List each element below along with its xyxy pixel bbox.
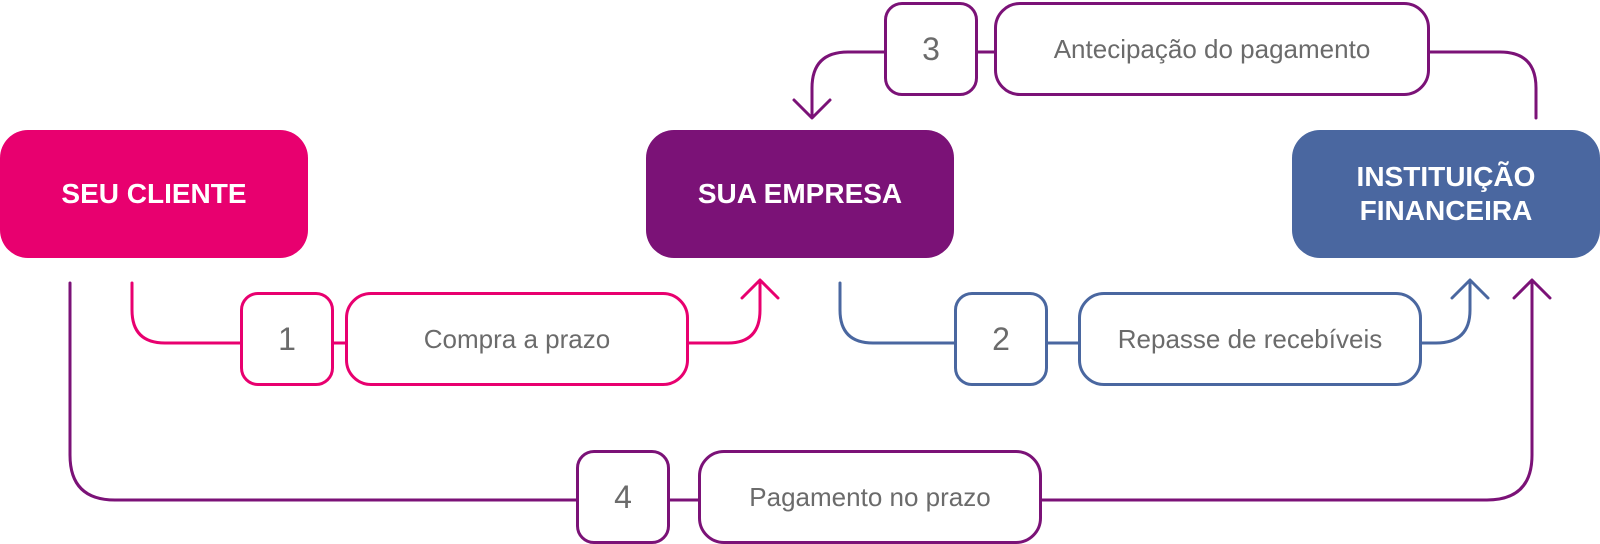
- connector-step-3: [810, 50, 1538, 120]
- arrowhead-step-2: [1450, 278, 1490, 300]
- node-instituicao-financeira: INSTITUIÇÃO FINANCEIRA: [1292, 130, 1600, 258]
- node-sua-empresa-label: SUA EMPRESA: [697, 178, 903, 209]
- step-1-number: 1: [240, 292, 334, 386]
- step-4-number: 4: [576, 450, 670, 544]
- step-4-label: Pagamento no prazo: [698, 450, 1042, 544]
- node-instituicao-label-line1: INSTITUIÇÃO: [1356, 161, 1536, 192]
- connector-step-2: [838, 281, 1472, 345]
- arrowhead-step-1: [740, 278, 780, 300]
- arrowhead-step-4: [1512, 278, 1552, 300]
- node-sua-empresa: SUA EMPRESA: [646, 130, 954, 258]
- arrowhead-step-3: [792, 98, 832, 120]
- step-1-label: Compra a prazo: [345, 292, 689, 386]
- connector-step-4: [68, 281, 1534, 502]
- step-3-number: 3: [884, 2, 978, 96]
- node-seu-cliente-label: SEU CLIENTE: [61, 178, 247, 209]
- node-instituicao-label-line2: FINANCEIRA: [1359, 195, 1533, 226]
- connector-step-1: [130, 281, 762, 345]
- step-2-number: 2: [954, 292, 1048, 386]
- node-seu-cliente: SEU CLIENTE: [0, 130, 308, 258]
- step-2-label: Repasse de recebíveis: [1078, 292, 1422, 386]
- step-3-label: Antecipação do pagamento: [994, 2, 1430, 96]
